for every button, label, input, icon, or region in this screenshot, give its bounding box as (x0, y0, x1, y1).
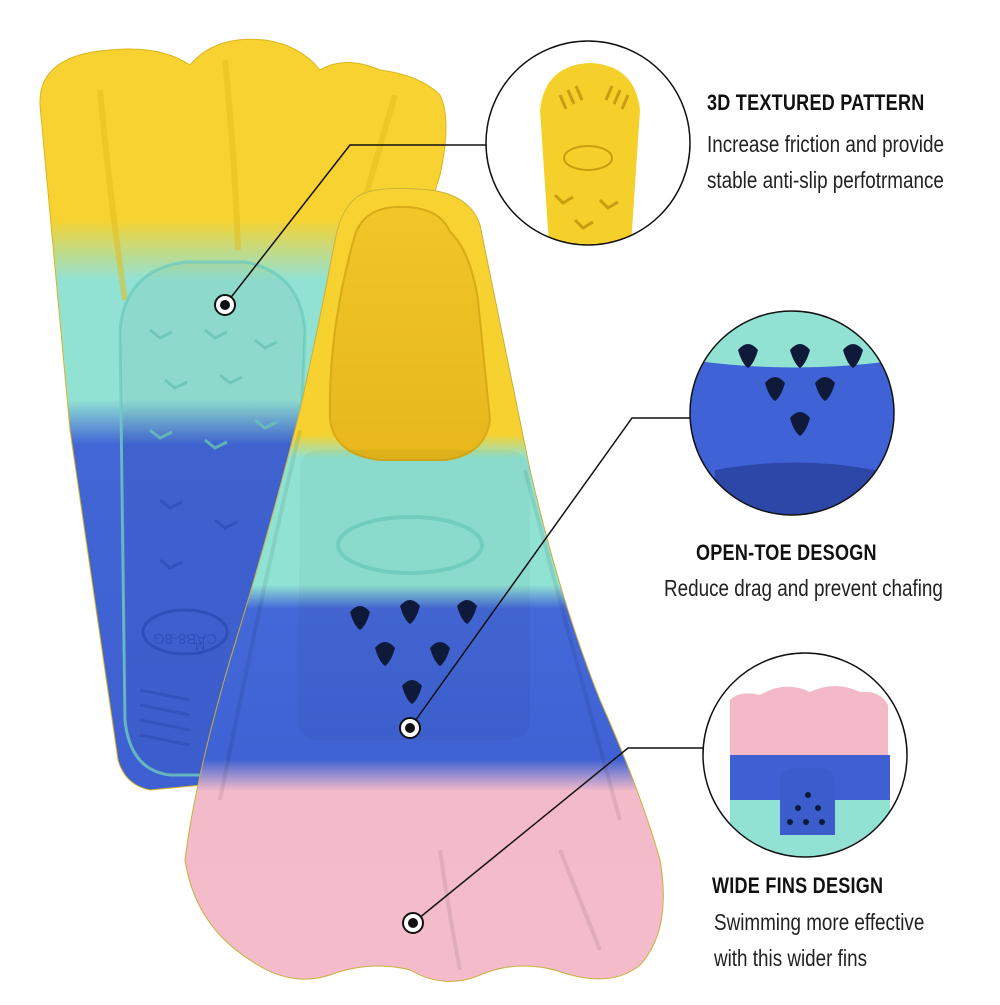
back-fin-brand: CAB8-8G (153, 630, 217, 647)
feature-desc-line: Increase friction and provide (707, 131, 944, 157)
feature-desc-line: stable anti-slip perfotrmance (707, 167, 944, 193)
detail-circle-wide-fins (702, 652, 908, 858)
feature-desc-wide-fins: Swimming more effective with this wider … (714, 904, 924, 976)
callout-lines (224, 144, 708, 924)
feature-title-textured: 3D TEXTURED PATTERN (707, 90, 925, 115)
feature-desc-line: Reduce drag and prevent chafing (664, 575, 943, 601)
front-fin (184, 187, 664, 982)
feature-desc-open-toe: Reduce drag and prevent chafing (664, 570, 943, 606)
detail-circle-textured (485, 40, 691, 246)
feature-title-open-toe: OPEN-TOE DESOGN (696, 540, 877, 565)
detail-circle-open-toe (689, 310, 895, 516)
feature-desc-textured: Increase friction and provide stable ant… (707, 126, 944, 198)
feature-desc-line: Swimming more effective (714, 909, 925, 935)
feature-desc-line: with this wider fins (714, 945, 868, 971)
callout-dots (214, 294, 424, 934)
back-fin-size: M (195, 639, 205, 653)
feature-title-wide-fins: WIDE FINS DESIGN (712, 873, 884, 898)
